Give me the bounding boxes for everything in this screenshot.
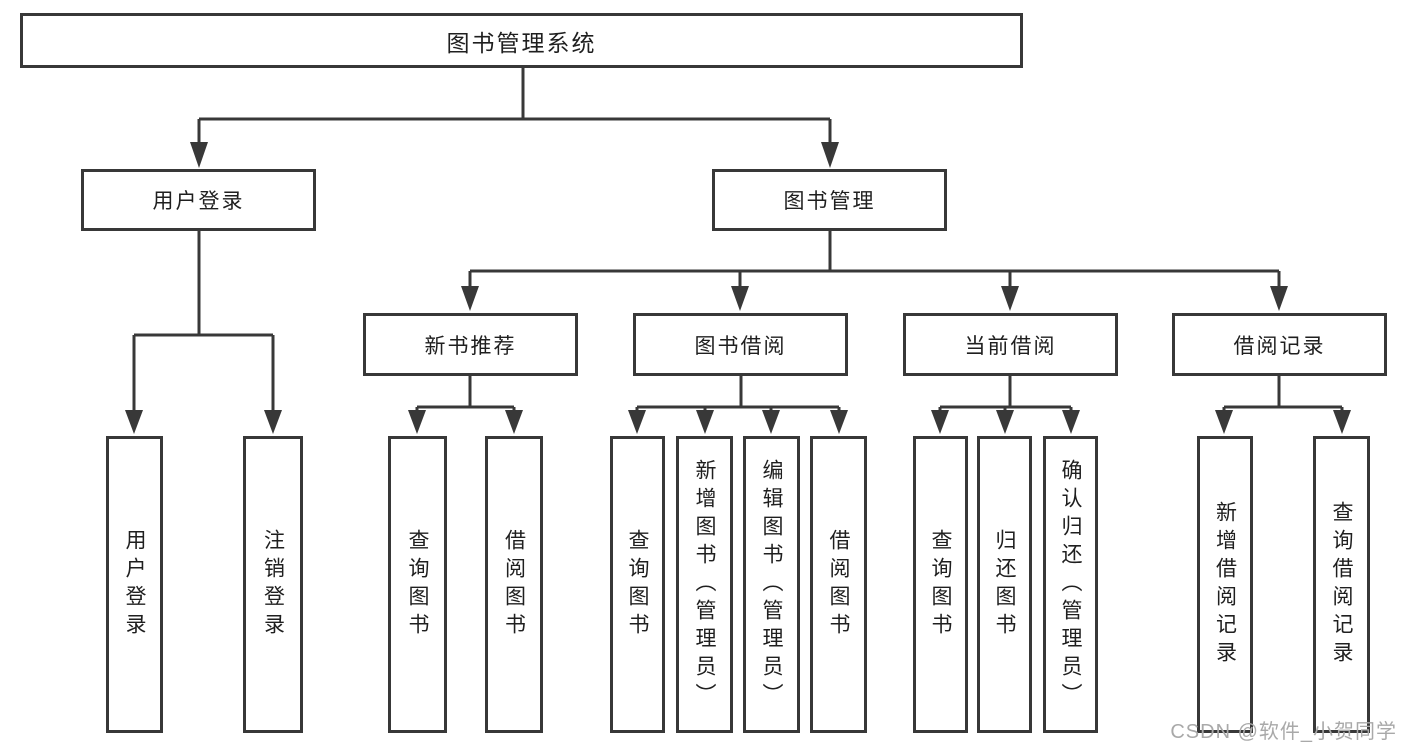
leaf-label: 新增借阅记录 [1213, 500, 1237, 669]
leaf-borrow-borrow-book: 借阅图书 [810, 436, 867, 733]
leaf-records-query-borrow-record: 查询借阅记录 [1313, 436, 1370, 733]
node-current-borrowing: 当前借阅 [903, 313, 1118, 376]
leaf-label: 借阅图书 [827, 528, 850, 641]
leaf-label: 归还图书 [993, 528, 1016, 641]
leaf-current-return-book: 归还图书 [977, 436, 1032, 733]
leaf-logout-login: 注销登录 [243, 436, 303, 733]
leaf-label: 查询借阅记录 [1330, 500, 1353, 669]
leaf-label: 用户登录 [123, 528, 146, 641]
node-book-borrowing: 图书借阅 [633, 313, 848, 376]
leaf-borrow-add-book-admin: 新增图书（管理员） [676, 436, 733, 733]
csdn-watermark: CSDN @软件_小贺同学 [1170, 721, 1397, 743]
leaf-label: 查询图书 [626, 528, 649, 641]
leaf-user-login: 用户登录 [106, 436, 163, 733]
leaf-label: 借阅图书 [502, 528, 526, 641]
node-borrowing-records: 借阅记录 [1172, 313, 1387, 376]
leaf-recommend-query-book: 查询图书 [388, 436, 447, 733]
leaf-label: 编辑图书（管理员） [760, 458, 783, 711]
leaf-label: 新增图书（管理员） [693, 458, 716, 711]
node-user-login: 用户登录 [81, 169, 316, 231]
leaf-label: 确认归还（管理员） [1059, 458, 1082, 711]
leaf-label: 查询图书 [406, 528, 429, 641]
leaf-label: 注销登录 [261, 528, 285, 641]
node-book-management: 图书管理 [712, 169, 947, 231]
root-node-system-title: 图书管理系统 [20, 13, 1023, 68]
leaf-label: 查询图书 [929, 528, 952, 641]
leaf-borrow-edit-book-admin: 编辑图书（管理员） [743, 436, 800, 733]
leaf-recommend-borrow-book: 借阅图书 [485, 436, 543, 733]
leaf-current-confirm-return-admin: 确认归还（管理员） [1043, 436, 1098, 733]
leaf-borrow-query-book: 查询图书 [610, 436, 665, 733]
node-new-book-recommendation: 新书推荐 [363, 313, 578, 376]
leaf-current-query-book: 查询图书 [913, 436, 968, 733]
leaf-records-add-borrow-record: 新增借阅记录 [1197, 436, 1253, 733]
